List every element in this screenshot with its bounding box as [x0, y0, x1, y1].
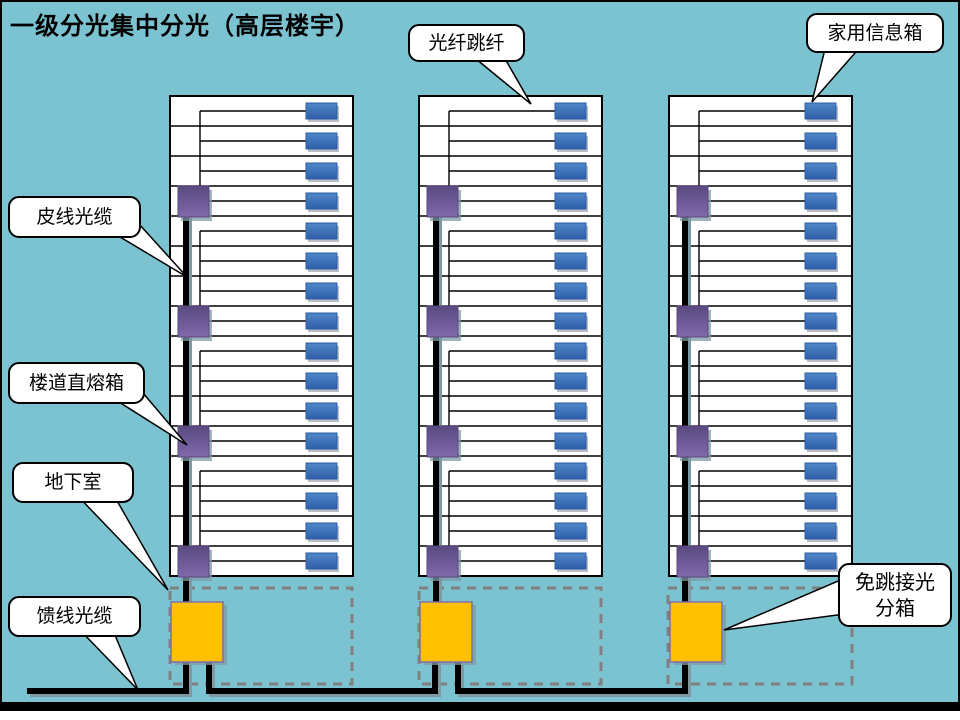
home-info-box [804, 432, 837, 450]
callout-basement-label: 地下室 [44, 471, 102, 494]
home-info-box [804, 252, 837, 270]
callout-corridor-splice-box: 楼道直熔箱 [8, 362, 145, 404]
home-info-box [804, 192, 837, 210]
home-info-box [305, 282, 338, 300]
home-info-box [554, 252, 587, 270]
basement-outline [417, 586, 603, 686]
home-info-box [305, 522, 338, 540]
callout-splitter-box-label-line2: 分箱 [875, 596, 915, 620]
home-info-box [804, 132, 837, 150]
home-info-box [554, 312, 587, 330]
home-info-box [804, 522, 837, 540]
home-info-box [305, 432, 338, 450]
home-info-box [305, 402, 338, 420]
callout-splitter-box: 免跳接光 分箱 [838, 563, 952, 627]
home-info-box [804, 402, 837, 420]
corridor-splice-box [177, 185, 210, 218]
corridor-splice-box [426, 545, 459, 578]
corridor-splice-box [426, 185, 459, 218]
callout-feeder-cable: 馈线光缆 [8, 596, 141, 637]
feeder-cable [206, 662, 438, 694]
home-info-box [305, 492, 338, 510]
home-info-box [554, 372, 587, 390]
splitter-box [170, 601, 224, 663]
home-info-box [804, 492, 837, 510]
home-info-box [305, 312, 338, 330]
basement-outline [666, 586, 854, 686]
home-info-box [804, 312, 837, 330]
home-info-box [305, 462, 338, 480]
home-info-box [554, 402, 587, 420]
home-info-box [305, 162, 338, 180]
corridor-splice-box [177, 545, 210, 578]
corridor-splice-box [177, 305, 210, 338]
corridor-splice-box [676, 425, 709, 458]
home-info-box [554, 462, 587, 480]
slide-title: 一级分光集中分光（高层楼宇） [10, 12, 360, 40]
home-info-box [804, 162, 837, 180]
corridor-splice-box [676, 545, 709, 578]
home-info-box [305, 222, 338, 240]
basement-outline [168, 586, 354, 686]
home-info-box [554, 432, 587, 450]
home-info-box [305, 252, 338, 270]
home-info-box [804, 372, 837, 390]
home-info-box [554, 192, 587, 210]
feeder-cable [27, 662, 189, 694]
callout-feeder-cable-label: 馈线光缆 [36, 605, 113, 628]
home-info-box [305, 372, 338, 390]
home-info-box [554, 522, 587, 540]
home-info-box [554, 222, 587, 240]
callout-fiber-jumper: 光纤跳纤 [408, 24, 525, 62]
home-info-box [804, 552, 837, 570]
bottom-border-bar [0, 702, 960, 711]
home-info-box [305, 102, 338, 120]
splitter-box [419, 601, 473, 663]
home-info-box [305, 342, 338, 360]
callout-home-info-box: 家用信息箱 [806, 13, 944, 53]
home-info-box [804, 102, 837, 120]
callout-fiber-jumper-label: 光纤跳纤 [428, 31, 505, 54]
home-info-box [554, 552, 587, 570]
feeder-cable [455, 662, 688, 694]
corridor-splice-box [426, 305, 459, 338]
home-info-box [554, 162, 587, 180]
callout-splitter-box-label-line1: 免跳接光 [855, 570, 935, 594]
home-info-box [804, 462, 837, 480]
callout-home-info-box-label: 家用信息箱 [827, 21, 923, 44]
home-info-box [554, 342, 587, 360]
home-info-box [305, 192, 338, 210]
splitter-box [669, 601, 723, 663]
corridor-splice-box [676, 185, 709, 218]
corridor-splice-box [426, 425, 459, 458]
callout-drop-cable: 皮线光缆 [8, 196, 141, 238]
home-info-box [804, 282, 837, 300]
home-info-box [554, 102, 587, 120]
home-info-box [554, 132, 587, 150]
home-info-box [554, 492, 587, 510]
home-info-box [804, 342, 837, 360]
corridor-splice-box [676, 305, 709, 338]
home-info-box [305, 132, 338, 150]
home-info-box [305, 552, 338, 570]
home-info-box [804, 222, 837, 240]
callout-basement: 地下室 [12, 462, 134, 503]
callout-corridor-splice-box-label: 楼道直熔箱 [28, 371, 124, 394]
callout-drop-cable-label: 皮线光缆 [36, 205, 113, 228]
home-info-box [554, 282, 587, 300]
